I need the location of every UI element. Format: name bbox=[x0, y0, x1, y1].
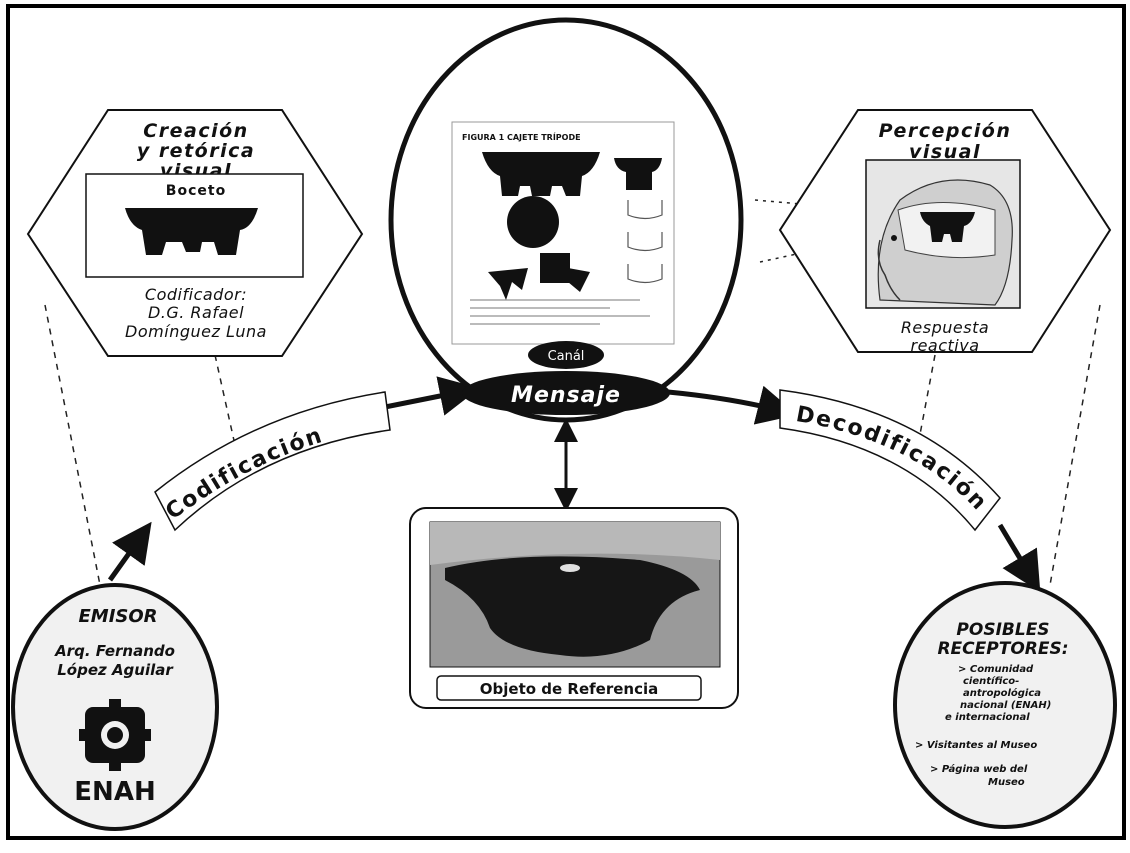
receiver-3-line-1: > Página web del bbox=[930, 763, 1028, 775]
receiver-1-line-1: > Comunidad bbox=[958, 664, 1034, 675]
perception-head-illustration bbox=[865, 159, 1021, 309]
perceived-bowl bbox=[920, 212, 975, 242]
coder-line-3: Domínguez Luna bbox=[125, 322, 267, 341]
receiver-1-line-3: antropológica bbox=[963, 687, 1041, 699]
figure-bowl-side bbox=[614, 158, 662, 190]
perception-hexagon: Percepción visual Respuesta reactiva bbox=[778, 109, 1112, 355]
figure-heading: FIGURA 1 CAJETE TRÍPODE bbox=[462, 131, 581, 142]
receivers-ellipse: POSIBLES RECEPTORES: > Comunidad científ… bbox=[893, 581, 1117, 829]
arrow-message-to-banner bbox=[667, 385, 798, 425]
perception-title-line-2: visual bbox=[909, 141, 981, 163]
creation-title-line-2: y retórica bbox=[137, 140, 255, 162]
canal-label: Canál bbox=[548, 349, 585, 364]
creation-title-line-1: Creación bbox=[143, 120, 248, 142]
coder-line-2: D.G. Rafael bbox=[148, 303, 244, 322]
enah-glyph-icon bbox=[79, 699, 151, 771]
receivers-title-line-1: POSIBLES bbox=[956, 620, 1049, 640]
message-pill bbox=[462, 371, 670, 415]
emitter-name-line-2: López Aguilar bbox=[57, 661, 174, 679]
canal-pill bbox=[528, 341, 604, 369]
coder-line-1: Codificador: bbox=[145, 285, 247, 304]
receiver-3-line-2: Museo bbox=[988, 777, 1025, 788]
receiver-2-line-1: > Visitantes al Museo bbox=[915, 740, 1037, 751]
figure-document: FIGURA 1 CAJETE TRÍPODE bbox=[451, 121, 675, 345]
figure-bowl-section bbox=[488, 268, 528, 300]
figure-bowl-main bbox=[482, 152, 600, 196]
emitter-name-line-1: Arq. Fernando bbox=[54, 642, 175, 660]
receiver-1-line-2: científico- bbox=[963, 675, 1019, 687]
receiver-1-line-5: e internacional bbox=[945, 712, 1030, 723]
sketch-bowl-drawing bbox=[125, 208, 258, 255]
arrow-emitter-to-banner bbox=[107, 521, 152, 582]
emitter-institution: ENAH bbox=[74, 777, 155, 807]
emitter-title: EMISOR bbox=[78, 606, 157, 627]
perception-title-line-1: Percepción bbox=[879, 120, 1012, 142]
reference-object-panel: Objeto de Referencia bbox=[409, 507, 739, 709]
receivers-title-line-2: RECEPTORES: bbox=[937, 639, 1068, 659]
dashed-line-right-inner bbox=[917, 354, 936, 446]
dashed-line-left-inner bbox=[214, 354, 236, 446]
photo-bowl bbox=[445, 556, 700, 657]
reference-label: Objeto de Referencia bbox=[480, 680, 658, 698]
creation-hexagon: Creación y retórica visual Boceto Codifi… bbox=[26, 109, 364, 357]
message-oval: FIGURA 1 CAJETE TRÍPODE Canál Mensaje bbox=[388, 17, 744, 423]
arrow-banner-to-receivers bbox=[997, 523, 1041, 593]
receiver-1-line-4: nacional (ENAH) bbox=[960, 700, 1051, 711]
sketch-label: Boceto bbox=[166, 183, 226, 199]
response-line-2: reactiva bbox=[910, 336, 979, 355]
emitter-ellipse: EMISOR Arq. Fernando López Aguilar ENAH bbox=[11, 583, 219, 831]
response-line-1: Respuesta bbox=[901, 318, 989, 337]
sketch-card: Boceto bbox=[85, 173, 304, 278]
message-label: Mensaje bbox=[511, 383, 621, 408]
figure-bowl-top-view bbox=[507, 196, 559, 248]
